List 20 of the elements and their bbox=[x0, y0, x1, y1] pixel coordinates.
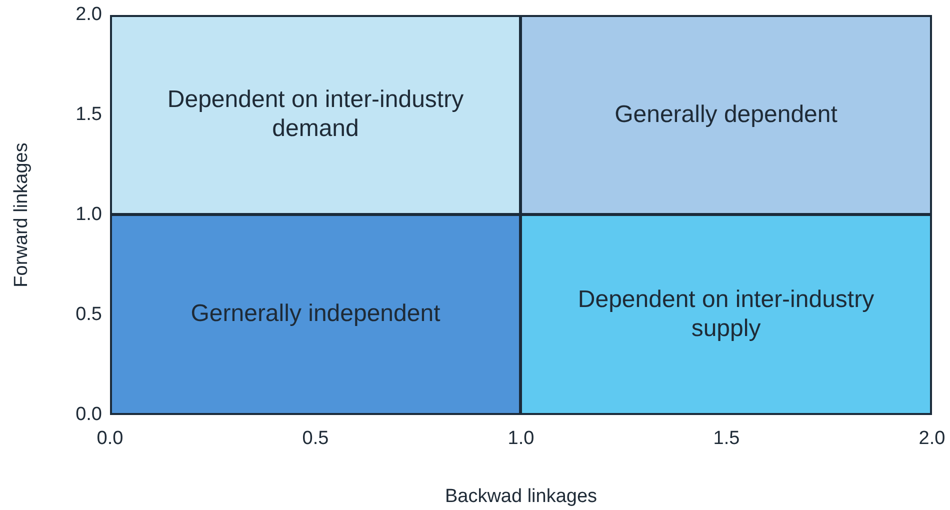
quadrant-label: Dependent on inter-industry demand bbox=[166, 86, 465, 144]
tick-label: 0.5 bbox=[76, 304, 102, 326]
quadrant-label: Dependent on inter-industry supply bbox=[576, 286, 876, 344]
quadrant-label: Gernerally independent bbox=[190, 300, 440, 329]
tick-label: 0.0 bbox=[76, 404, 102, 426]
tick-label: 2.0 bbox=[76, 4, 102, 26]
tick-label: 1.5 bbox=[713, 428, 740, 450]
axis-title: Backwad linkages bbox=[444, 486, 598, 508]
axis-title: Forward linkages bbox=[11, 142, 33, 288]
quadrant-box bbox=[520, 214, 932, 415]
quadrant-box bbox=[520, 15, 932, 215]
tick-label: 2.0 bbox=[918, 428, 946, 450]
tick-label: 1.5 bbox=[76, 104, 102, 126]
quadrant-box bbox=[110, 214, 521, 415]
tick-label: 0.5 bbox=[302, 428, 329, 450]
quadrant-label: Generally dependent bbox=[614, 100, 838, 130]
quadrant-box bbox=[110, 15, 521, 215]
tick-label: 0.0 bbox=[96, 428, 124, 450]
tick-label: 1.0 bbox=[508, 428, 534, 450]
tick-label: 1.0 bbox=[76, 204, 102, 226]
